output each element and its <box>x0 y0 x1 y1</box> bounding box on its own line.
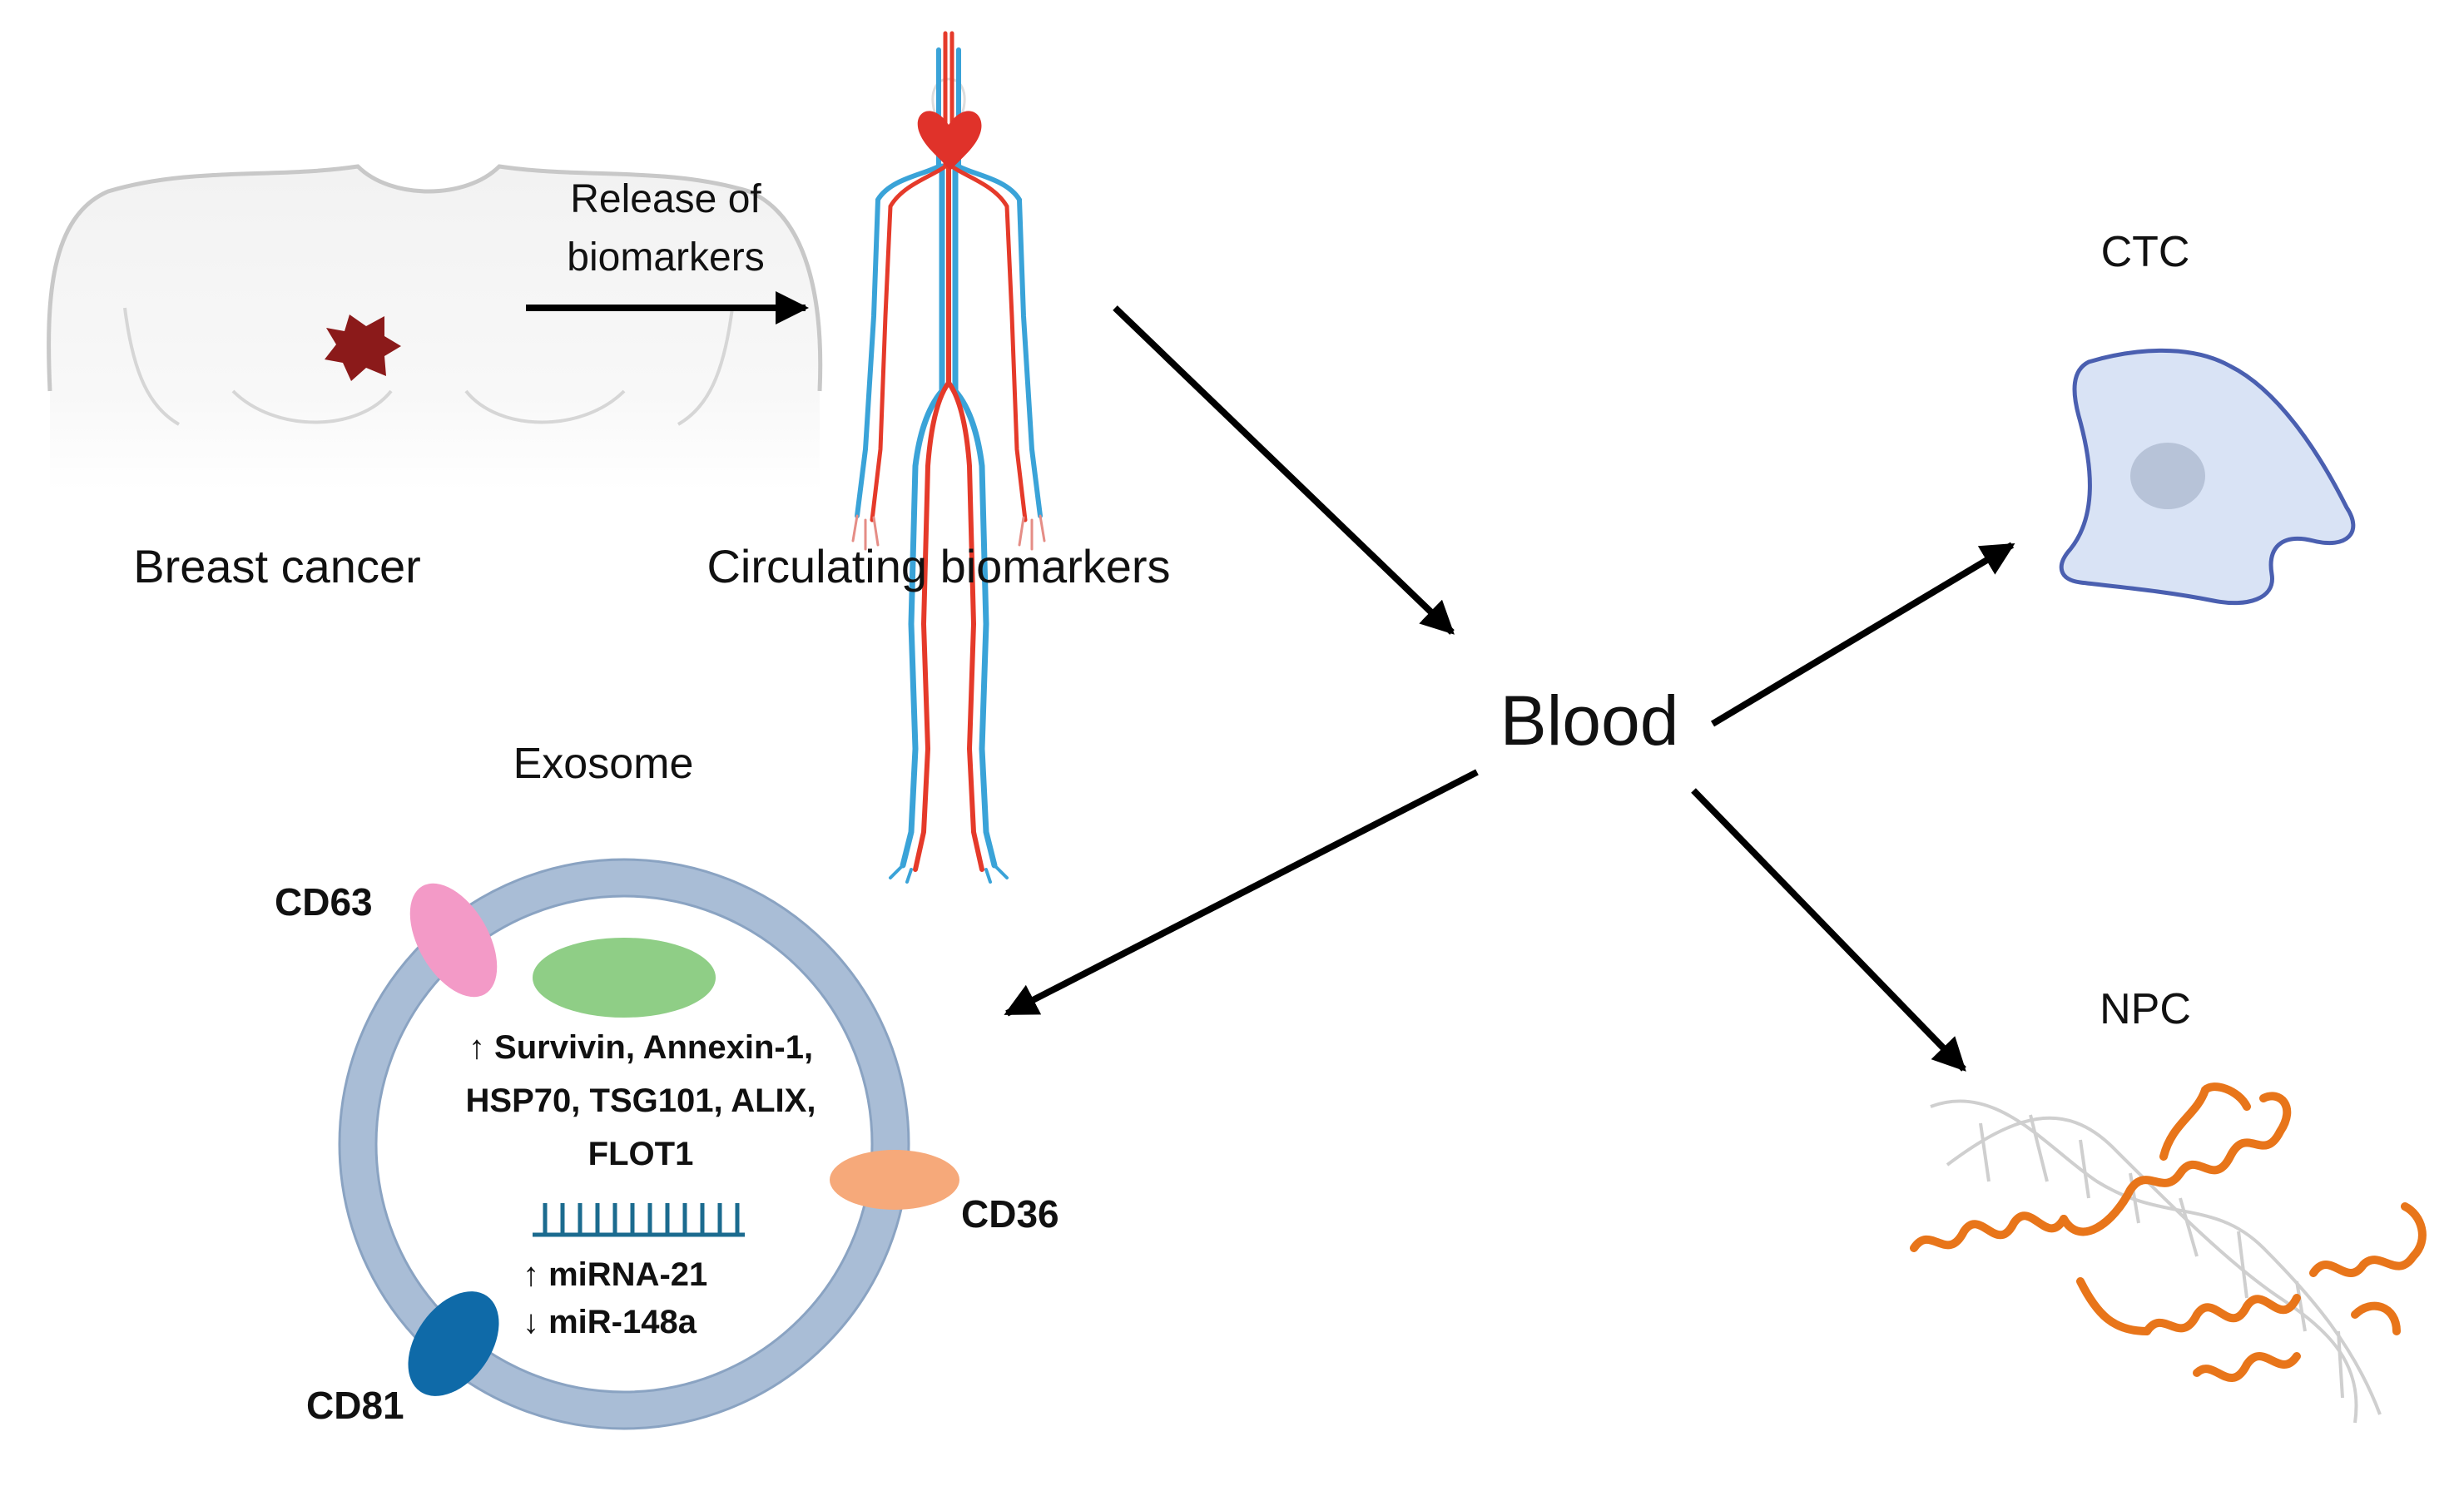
mirna-icon <box>533 1203 745 1237</box>
npc-dna-strand <box>1930 1099 2382 1424</box>
exosome-cargo-protein <box>533 938 716 1018</box>
arrow-to-blood <box>1113 305 1455 635</box>
cd63-receptor <box>409 883 498 998</box>
cd63-label: CD63 <box>275 880 373 924</box>
ctc-nucleus <box>2130 443 2205 509</box>
protein-markers-line2: HSP70, TSG101, ALIX, <box>466 1082 816 1119</box>
protein-markers-line1: ↑ Survivin, Annexin-1, <box>469 1029 813 1066</box>
cd81-label: CD81 <box>306 1384 404 1427</box>
circulating-biomarkers-label: Circulating biomarkers <box>706 540 1170 592</box>
ctc-cell-icon <box>2059 348 2356 606</box>
circulatory-system-illustration <box>851 31 1046 884</box>
cd36-receptor <box>830 1150 959 1210</box>
exosome-membrane-inner-edge <box>374 894 874 1394</box>
protein-markers-line3: FLOT1 <box>588 1136 694 1172</box>
release-label-line1: Release of <box>570 177 761 221</box>
mirna-up-label: ↑ miRNA-21 <box>523 1256 707 1293</box>
torso-illustration <box>47 164 823 491</box>
npc-label: NPC <box>2100 985 2191 1033</box>
exosome-label: Exosome <box>513 740 694 788</box>
arrow-to-ctc <box>1710 542 2015 727</box>
heart-icon <box>917 111 982 171</box>
release-label-line2: biomarkers <box>567 235 764 280</box>
exosome-membrane-outer-edge <box>338 858 910 1430</box>
arrow-to-npc <box>1691 788 1966 1072</box>
cd36-label: CD36 <box>961 1192 1059 1236</box>
breast-cancer-label: Breast cancer <box>133 540 421 592</box>
tumor-icon <box>325 315 401 381</box>
exosome-membrane <box>340 859 909 1429</box>
arrow-to-exosome <box>1004 769 1479 1017</box>
cd81-receptor <box>408 1291 499 1396</box>
npc-protein-ribbons <box>1910 1082 2427 1382</box>
blood-label: Blood <box>1500 681 1679 760</box>
mirna-down-label: ↓ miR-148a <box>523 1304 697 1340</box>
ctc-label: CTC <box>2101 228 2190 276</box>
